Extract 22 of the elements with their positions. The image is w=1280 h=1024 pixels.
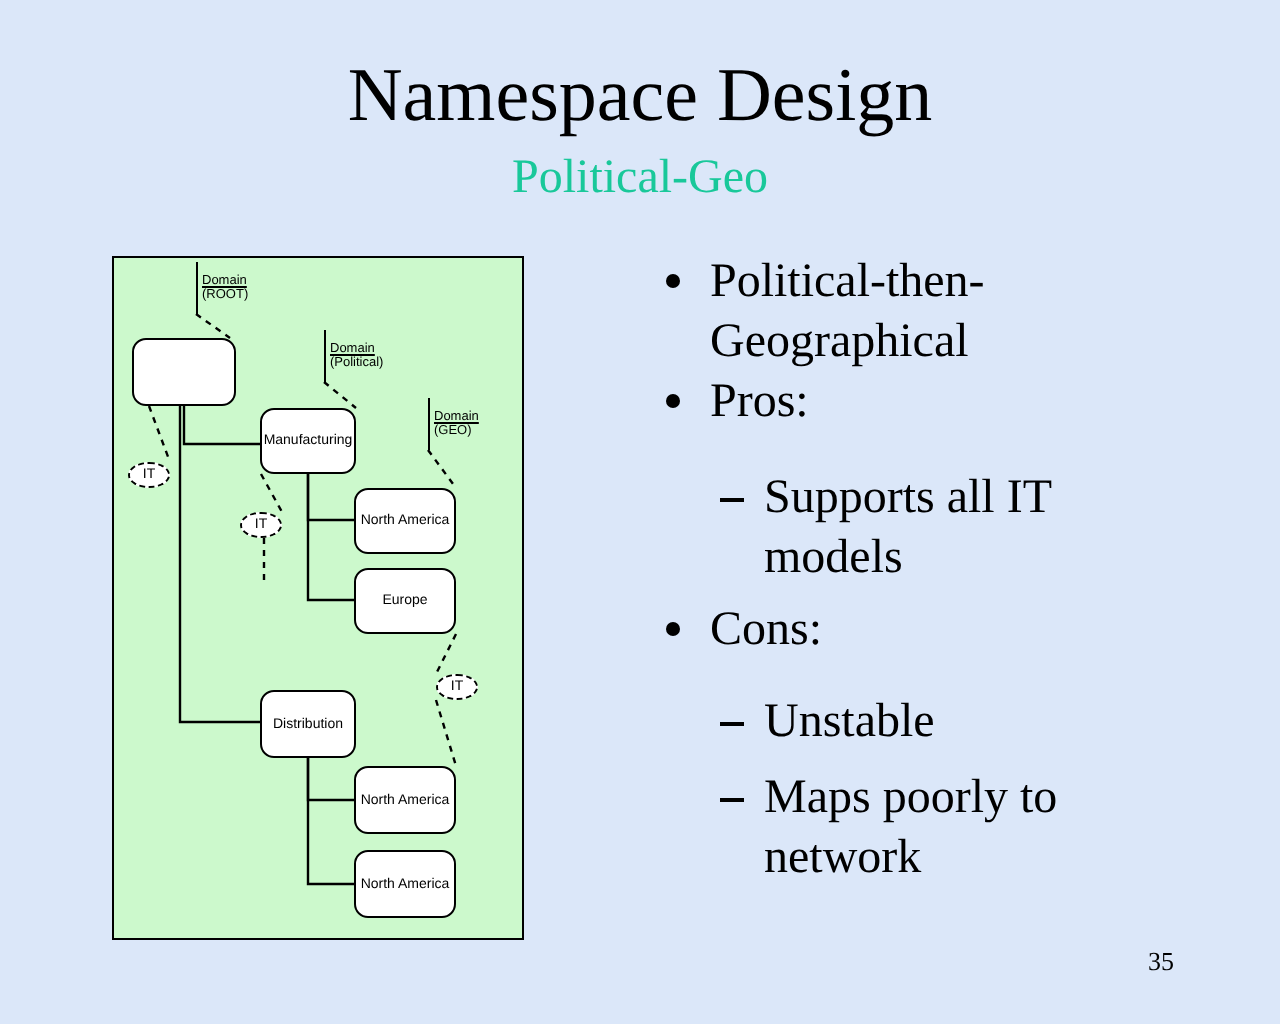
tree-connector xyxy=(182,406,260,446)
tree-connector xyxy=(306,474,354,602)
dashed-connector xyxy=(195,313,231,339)
page-number: 35 xyxy=(1148,944,1174,980)
slide-title: Namespace Design xyxy=(345,52,935,140)
slide-subtitle: Political-Geo xyxy=(510,152,770,206)
dashed-connector xyxy=(262,538,266,584)
dashed-connector xyxy=(259,473,284,513)
tree-connector xyxy=(306,758,354,886)
dashed-connector xyxy=(434,699,458,767)
dashed-connector xyxy=(427,449,457,489)
sub-bullet-text: Supports all IT models xyxy=(764,470,1054,588)
sub-bullet-text: Unstable xyxy=(764,694,935,752)
sub-bullet-text: Maps poorly to network xyxy=(764,770,1060,888)
domain-box xyxy=(132,338,236,406)
bullet-text: Political-then-Geographical xyxy=(710,254,987,372)
dashed-connector xyxy=(323,381,357,409)
dashed-connector xyxy=(147,405,172,463)
bullet-text: Cons: xyxy=(710,602,823,660)
tree-connector xyxy=(178,406,260,724)
bullet-text: Pros: xyxy=(710,374,809,432)
dashed-connector xyxy=(434,633,458,675)
